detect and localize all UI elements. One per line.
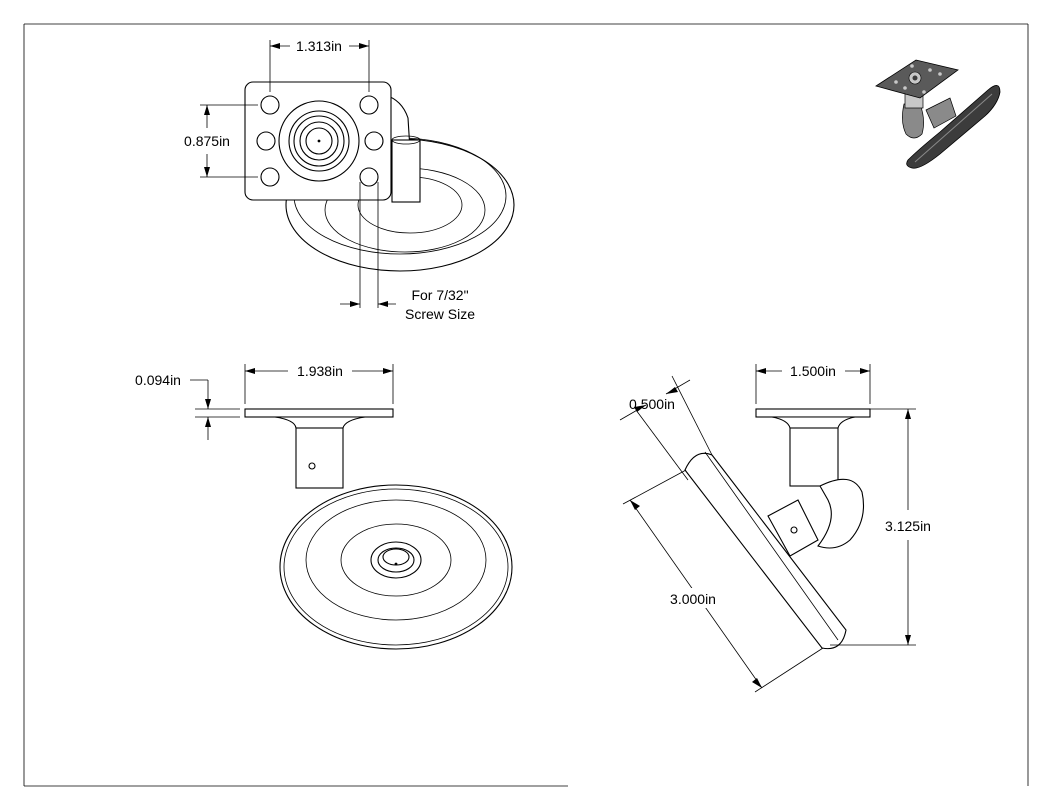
dim-top-height: 0.875in (184, 104, 258, 178)
dim-front-width: 1.938in (244, 363, 394, 404)
dim-label-plate-thickness: 0.094in (135, 372, 181, 388)
dim-plate-thickness: 0.094in (135, 372, 240, 440)
dim-pad-thickness: 0.500in (619, 375, 713, 481)
dim-label-overall-height: 3.125in (885, 518, 931, 534)
dim-label-top-height: 0.875in (184, 133, 230, 149)
screw-note-line1: For 7/32" (411, 287, 468, 303)
side-view: 1.500in 3.125in 3.000in (619, 363, 938, 693)
dim-side-width: 1.500in (755, 363, 871, 404)
dim-label-pad-thickness: 0.500in (629, 396, 675, 412)
isometric-view (875, 59, 1001, 169)
dim-label-top-width: 1.313in (296, 38, 342, 54)
dim-label-front-width: 1.938in (297, 363, 343, 379)
dim-label-side-width: 1.500in (790, 363, 836, 379)
dim-overall-height: 3.125in (830, 408, 938, 646)
dim-label-pad-diameter: 3.000in (670, 591, 716, 607)
dim-screw-size: For 7/32" Screw Size (340, 182, 475, 322)
top-view: 1.313in 0.875in For 7/32" Screw Size (184, 38, 515, 322)
dim-pad-diameter: 3.000in (622, 469, 824, 693)
front-view: 1.938in 0.094in (135, 363, 513, 650)
screw-note-line2: Screw Size (405, 306, 475, 322)
drawing-border (23, 23, 1029, 787)
dim-top-width: 1.313in (269, 38, 370, 92)
